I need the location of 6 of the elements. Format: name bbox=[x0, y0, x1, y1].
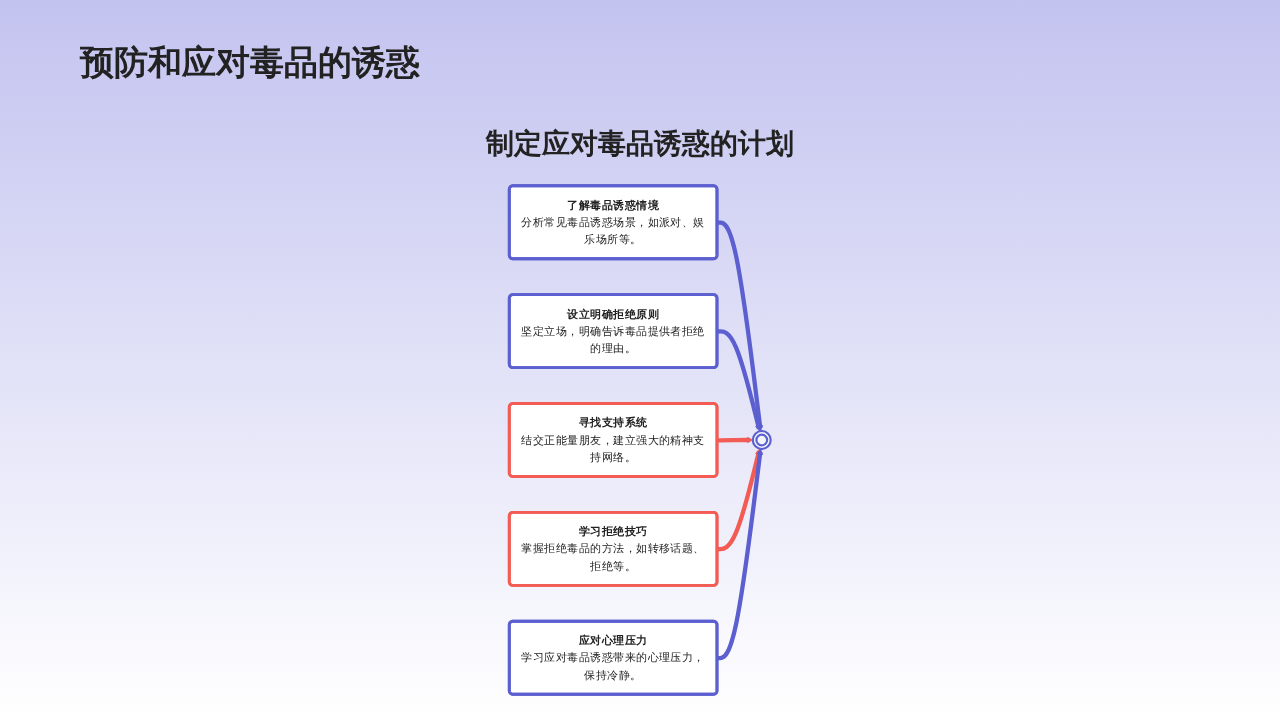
arrow bbox=[717, 448, 764, 661]
title: 预防和应对毒品的诱惑 bbox=[80, 41, 420, 84]
subtitle: 制定应对毒品诱惑的计划 bbox=[484, 126, 795, 162]
arrow bbox=[717, 329, 762, 432]
arrow bbox=[717, 448, 762, 552]
arrow bbox=[717, 220, 764, 432]
